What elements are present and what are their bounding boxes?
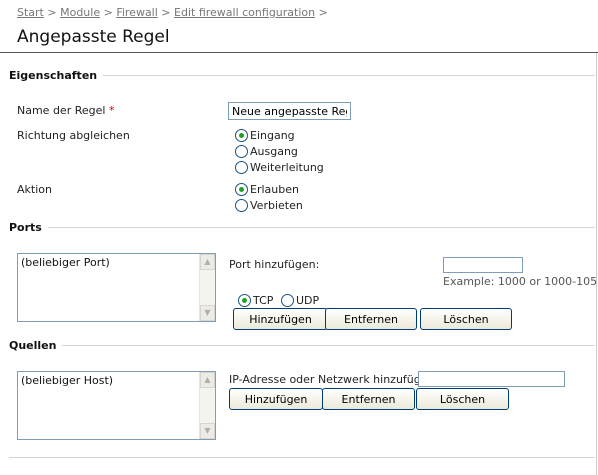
ports-add-button[interactable]: Hinzufügen <box>233 308 328 330</box>
ports-scrollbar[interactable]: ▲ ▼ <box>199 254 215 321</box>
chevron-down-icon[interactable]: ▼ <box>200 305 215 321</box>
radio-unchecked-icon[interactable] <box>235 198 248 212</box>
rule-name-label-text: Name der Regel <box>17 104 106 117</box>
sources-fieldset-border <box>9 345 595 346</box>
radio-checked-icon[interactable] <box>238 293 251 307</box>
breadcrumb-separator: > <box>161 6 171 19</box>
radio-unchecked-icon[interactable] <box>235 160 248 174</box>
ports-listbox[interactable]: (beliebiger Port) ▲ ▼ <box>17 253 216 322</box>
direction-option-ausgang[interactable]: Ausgang <box>235 143 298 159</box>
breadcrumb-separator: > <box>47 6 57 19</box>
ports-remove-button[interactable]: Entfernen <box>325 308 417 330</box>
sources-scrollbar[interactable]: ▲ ▼ <box>199 372 215 439</box>
action-option-erlauben[interactable]: Erlauben <box>235 181 299 197</box>
properties-legend: Eigenschaften <box>9 69 104 82</box>
breadcrumb: Start > Module > Firewall > Edit firewal… <box>17 6 328 19</box>
radio-unchecked-icon[interactable] <box>281 293 294 307</box>
breadcrumb-edit-firewall-configuration[interactable]: Edit firewall configuration <box>174 6 316 19</box>
direction-label: Richtung abgleichen <box>17 129 130 142</box>
rule-name-label: Name der Regel * <box>17 104 114 117</box>
direction-option-weiterleitung[interactable]: Weiterleitung <box>235 159 324 175</box>
action-option-label: Verbieten <box>250 198 303 212</box>
chevron-up-icon[interactable]: ▲ <box>200 372 215 388</box>
breadcrumb-module[interactable]: Module <box>60 6 101 19</box>
bottom-divider <box>9 457 595 458</box>
rule-name-input[interactable] <box>228 102 351 120</box>
title-divider <box>0 52 598 53</box>
list-item[interactable]: (beliebiger Port) <box>21 256 110 269</box>
sources-legend: Quellen <box>9 339 63 352</box>
ports-delete-button[interactable]: Löschen <box>420 308 512 330</box>
port-example-hint: Example: 1000 or 1000-1051 <box>443 275 598 288</box>
radio-checked-icon[interactable] <box>235 182 248 196</box>
ports-fieldset-border <box>9 227 595 228</box>
port-add-label: Port hinzufügen: <box>229 258 320 271</box>
chevron-down-icon[interactable]: ▼ <box>200 423 215 439</box>
sources-listbox[interactable]: (beliebiger Host) ▲ ▼ <box>17 371 216 440</box>
direction-option-label: Weiterleitung <box>250 160 324 174</box>
direction-option-label: Ausgang <box>250 144 298 158</box>
source-input[interactable] <box>418 371 565 387</box>
chevron-up-icon[interactable]: ▲ <box>200 254 215 270</box>
breadcrumb-start[interactable]: Start <box>17 6 44 19</box>
radio-checked-icon[interactable] <box>235 128 248 142</box>
properties-fieldset-border <box>9 75 595 76</box>
protocol-option-label: UDP <box>296 293 320 307</box>
direction-option-eingang[interactable]: Eingang <box>235 127 295 143</box>
required-marker: * <box>108 104 115 117</box>
page-title: Angepasste Regel <box>17 27 170 47</box>
port-input[interactable] <box>443 257 523 273</box>
protocol-option-tcp[interactable]: TCP <box>238 292 273 308</box>
direction-option-label: Eingang <box>250 128 295 142</box>
source-add-label: IP-Adresse oder Netzwerk hinzufügen: <box>229 373 439 386</box>
sources-remove-button[interactable]: Entfernen <box>322 388 415 410</box>
protocol-option-udp[interactable]: UDP <box>281 292 319 308</box>
action-option-verbieten[interactable]: Verbieten <box>235 197 303 213</box>
radio-unchecked-icon[interactable] <box>235 144 248 158</box>
breadcrumb-firewall[interactable]: Firewall <box>116 6 158 19</box>
ports-legend: Ports <box>9 221 48 234</box>
action-label: Aktion <box>17 183 52 196</box>
sources-delete-button[interactable]: Löschen <box>416 388 509 410</box>
sources-add-button[interactable]: Hinzufügen <box>229 388 323 410</box>
breadcrumb-separator: > <box>318 6 328 19</box>
action-option-label: Erlauben <box>250 182 299 196</box>
list-item[interactable]: (beliebiger Host) <box>21 374 114 387</box>
right-border <box>596 53 597 475</box>
breadcrumb-separator: > <box>103 6 113 19</box>
protocol-option-label: TCP <box>253 293 274 307</box>
